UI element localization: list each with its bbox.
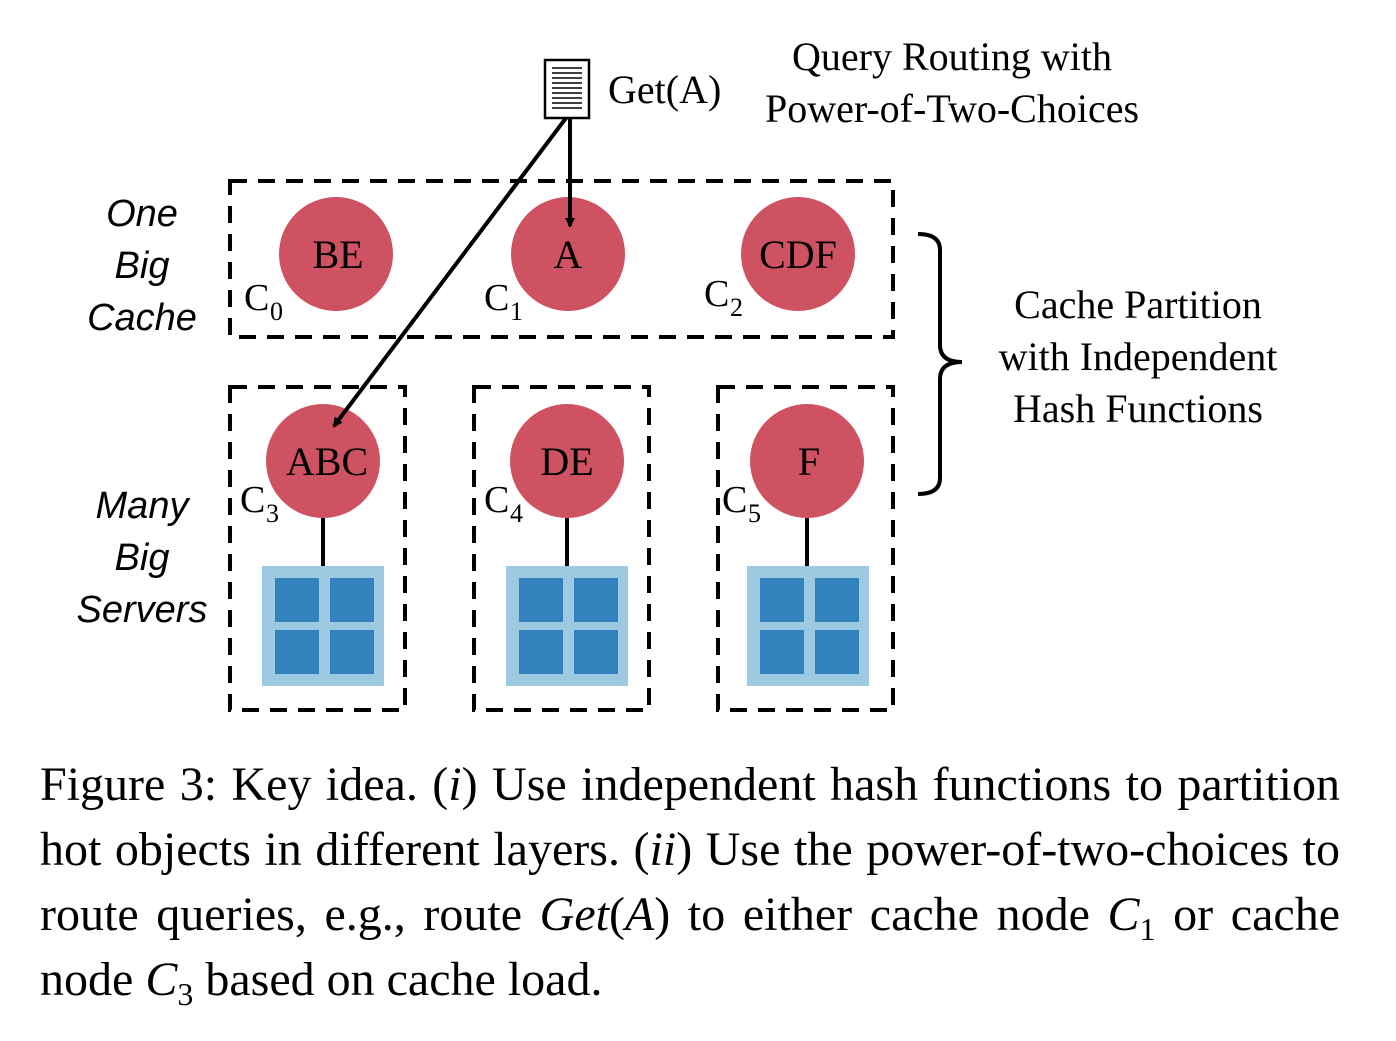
query-document-icon [543,58,591,120]
cache-layer-box [228,179,895,339]
node-objects-c4: DE [540,439,593,484]
svg-text:C: C [484,277,509,319]
partition-brace [917,232,963,496]
server-icon-c4 [506,566,628,686]
node-objects-c2: CDF [759,232,837,277]
svg-text:3: 3 [266,499,279,528]
cache-layer-label-line1: One [106,193,178,235]
node-id-c4: C 4 [484,479,523,528]
query-label: Get(A) [608,67,721,112]
server-box-c3 [228,385,407,712]
svg-text:0: 0 [270,297,283,326]
server-box-c5 [716,385,895,712]
server-icon-c3 [262,566,384,686]
svg-text:C: C [704,273,729,315]
cache-layer-label-line2: Big [115,245,170,287]
route-arrow-c3 [332,116,568,428]
architecture-diagram: Get(A) Query Routing with Power-of-Two-C… [77,34,1278,712]
routing-title-line2: Power-of-Two-Choices [765,86,1139,131]
svg-text:C: C [244,277,269,319]
node-id-c2: C 2 [704,273,743,322]
node-id-c0: C 0 [244,277,283,326]
server-layer-label-line1: Many [96,485,191,527]
server-layer-label-line2: Big [115,537,170,579]
node-objects-c0: BE [312,232,363,277]
svg-text:4: 4 [510,499,523,528]
server-layer-label-line3: Servers [77,589,208,631]
routing-title-line1: Query Routing with [792,34,1112,79]
figure-caption: Figure 3: Key idea. (i) Use independent … [40,758,1341,1012]
cache-node-c3 [266,404,380,518]
svg-text:C: C [240,479,265,521]
partition-label-line2: with Independent [999,334,1278,379]
partition-label-line1: Cache Partition [1014,282,1262,327]
server-icon-c5 [747,566,869,686]
server-box-c4 [472,385,651,712]
cache-layer-label-line3: Cache [87,297,197,339]
svg-text:C: C [722,479,747,521]
cache-node-c4 [510,404,624,518]
svg-text:5: 5 [748,499,761,528]
cache-node-c0 [279,197,393,311]
node-id-c1: C 1 [484,277,523,326]
node-objects-c3: ABC [286,439,368,484]
node-id-c5: C 5 [722,479,761,528]
svg-text:C: C [484,479,509,521]
svg-text:1: 1 [510,297,523,326]
node-objects-c5: F [798,439,820,484]
cache-node-c2 [741,197,855,311]
svg-text:2: 2 [730,293,743,322]
cache-node-c1 [511,197,625,311]
node-id-c3: C 3 [240,479,279,528]
partition-label-line3: Hash Functions [1013,386,1263,431]
cache-node-c5 [750,404,864,518]
node-objects-c1: A [554,232,583,277]
